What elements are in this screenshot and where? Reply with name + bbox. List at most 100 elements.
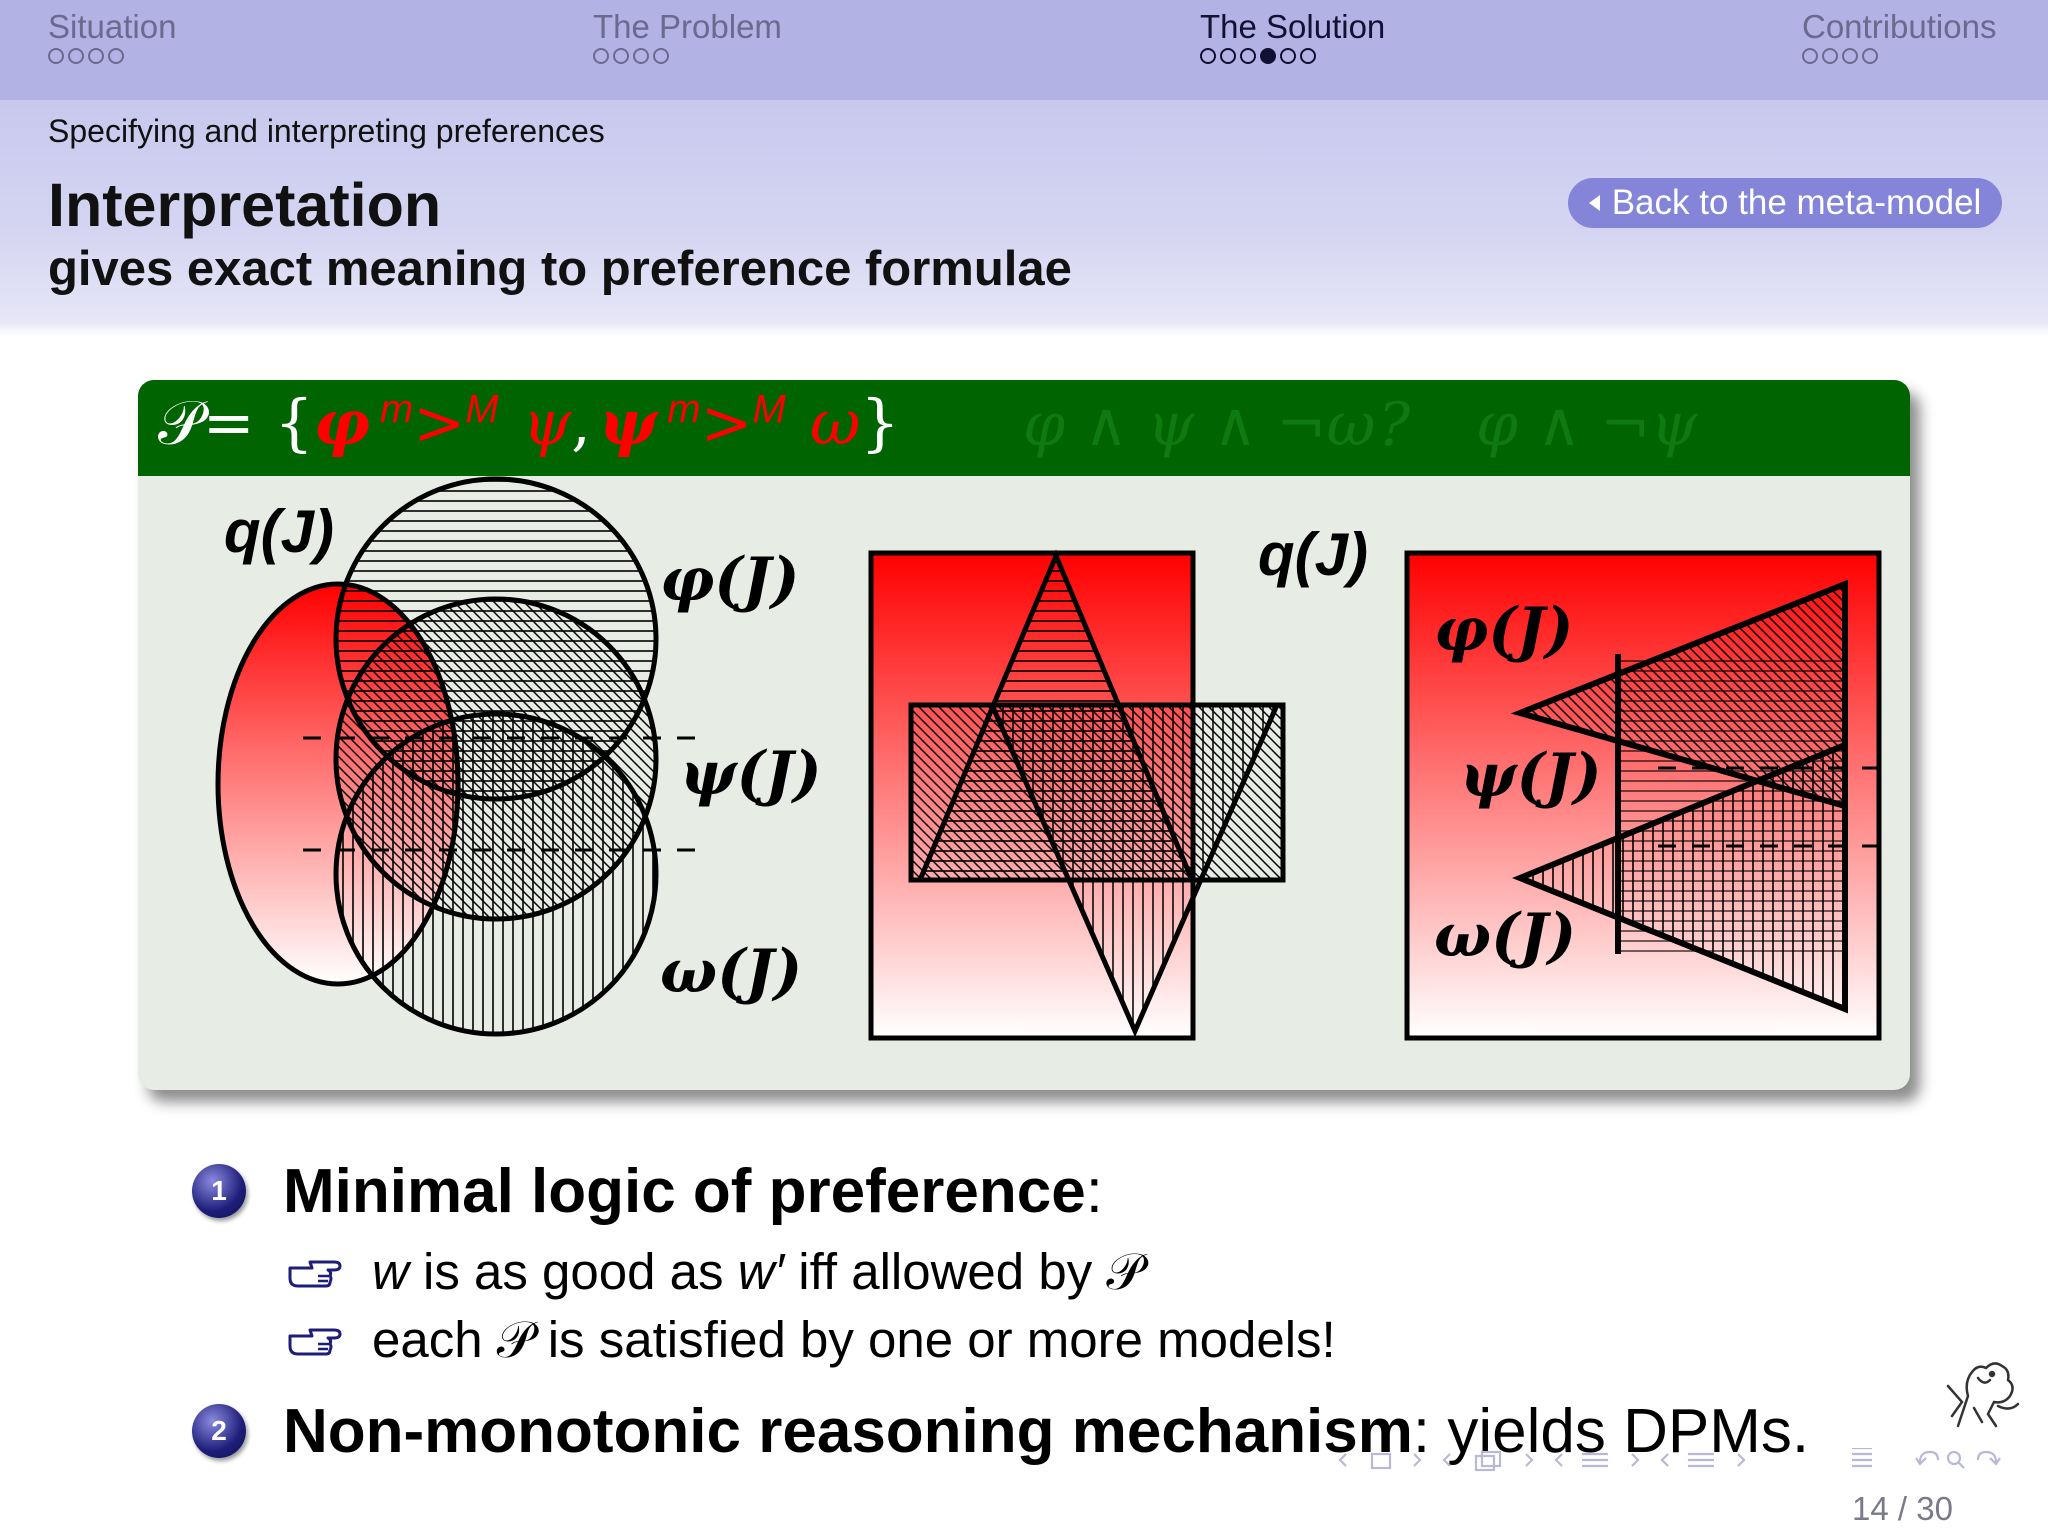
nav-subsection-icon[interactable] <box>1582 1452 1608 1468</box>
university-lion-logo <box>1946 1362 2020 1428</box>
label-psi-right: ψ(J) <box>1460 741 1602 811</box>
list-item-2-rest: : yields DPMs. <box>1412 1397 1810 1466</box>
nav-back-icon[interactable] <box>1915 1450 1940 1466</box>
pointing-hand-icon <box>288 1328 342 1356</box>
operator-symbol: > <box>700 386 753 459</box>
nav-slide-dot[interactable] <box>1220 48 1236 64</box>
nav-slide-dot[interactable] <box>1200 48 1216 64</box>
omega-outline <box>333 711 659 1037</box>
nav-section-contributions[interactable]: Contributions <box>1802 8 1996 64</box>
nav-slide-dot[interactable] <box>613 48 629 64</box>
nav-slide-dots <box>48 48 176 64</box>
nav-slide-dot[interactable] <box>1280 48 1296 64</box>
formula-close: } <box>860 386 900 459</box>
frame-title: Interpretation <box>48 171 442 239</box>
nav-section-title[interactable]: Situation <box>48 8 177 45</box>
nav-prev-section-icon[interactable] <box>1660 1453 1669 1467</box>
operator-symbol: > <box>413 386 466 459</box>
diagram-triangles-rectangle <box>868 549 1286 1041</box>
list-item-1-bold: Minimal logic of preference <box>283 1157 1086 1226</box>
nav-slide-dot[interactable] <box>653 48 669 64</box>
back-arrow-icon <box>1588 195 1600 211</box>
label-phi-left: φ(J) <box>660 545 799 615</box>
list-item-2-bold: Non-monotonic reasoning mechanism <box>283 1397 1413 1466</box>
phi-outline <box>333 476 659 802</box>
preference-operator: m>M <box>380 386 499 459</box>
sub-item-1-text-a: is as good as <box>408 1243 738 1300</box>
nav-section-situation[interactable]: Situation <box>48 8 176 64</box>
nav-slide-dot[interactable] <box>1300 48 1316 64</box>
label-omega-right: ω(J) <box>1434 901 1576 971</box>
formula-omega: ω <box>809 386 861 459</box>
nav-next-section-icon[interactable] <box>1737 1453 1746 1467</box>
nav-section-title[interactable]: The Problem <box>593 8 782 45</box>
nav-slide-dot-current[interactable] <box>1260 48 1276 64</box>
psi-rect <box>908 702 1286 883</box>
nav-section-title[interactable]: Contributions <box>1802 8 1997 45</box>
nav-next-slide-icon[interactable] <box>1413 1453 1422 1467</box>
psi-band-fill <box>1618 654 1845 954</box>
nav-slide-dot[interactable] <box>108 48 124 64</box>
nav-section-the-problem[interactable]: The Problem <box>593 8 782 64</box>
nav-prev-subsection-icon[interactable] <box>1554 1453 1563 1467</box>
ghost-formula-left: φ ∧ ψ ∧ ¬ω <box>1023 390 1376 460</box>
nav-slide-icon[interactable] <box>1370 1452 1392 1470</box>
nav-slide-dots <box>1200 48 1385 64</box>
formula-eq-open: = { <box>202 386 314 459</box>
operator-lower: m <box>667 387 701 432</box>
nav-search-icon[interactable] <box>1946 1450 1962 1466</box>
nav-section-title[interactable]: The Solution <box>1200 8 1386 45</box>
operator-lower: m <box>379 387 414 432</box>
ghost-formula-right: φ ∧ ¬ψ <box>1476 390 1698 460</box>
sub-item-2-text-b: is satisfied by one or more models! <box>533 1311 1336 1368</box>
label-q-left: q(J) <box>224 498 334 565</box>
list-item-1-rest: : <box>1085 1157 1103 1226</box>
back-to-meta-model-button[interactable]: Back to the meta-model <box>1568 178 2002 228</box>
symbol-P: 𝒫 <box>496 1311 534 1370</box>
sub-item-1: w is as good as w′ iff allowed by 𝒫 <box>372 1242 1143 1303</box>
formula-phi: φ <box>313 386 370 459</box>
q-outline <box>215 581 461 987</box>
formula-block: 𝒫 = { φ m>M ψ , ψ m>M ω } φ ∧ ψ ∧ ¬ω ? φ… <box>138 380 1910 1090</box>
nav-next-frame-icon[interactable] <box>1525 1453 1534 1467</box>
diagram-nested-triangles <box>1404 550 1882 1041</box>
nav-prev-frame-icon[interactable] <box>1442 1453 1451 1467</box>
label-omega-left: ω(J) <box>660 937 802 1007</box>
nav-slide-dot[interactable] <box>593 48 609 64</box>
nav-slide-dot[interactable] <box>1802 48 1818 64</box>
nav-slide-dots <box>593 48 782 64</box>
nav-slide-dot[interactable] <box>1240 48 1256 64</box>
nav-slide-dot[interactable] <box>1842 48 1858 64</box>
formula-comma: , <box>571 386 591 459</box>
back-button-label: Back to the meta-model <box>1611 183 1982 222</box>
omega-triangle <box>1512 740 1848 1014</box>
diagram-labels: q(J) φ(J) ψ(J) ω(J) q(J) φ(J) ψ(J) ω(J) <box>224 498 1602 1007</box>
label-q-right: q(J) <box>1258 521 1368 588</box>
enum-number-2: 2 <box>192 1404 246 1458</box>
nav-slide-dot[interactable] <box>88 48 104 64</box>
nav-prev-slide-icon[interactable] <box>1338 1453 1347 1467</box>
formula-P: 𝒫 <box>158 386 203 459</box>
nav-section-icon[interactable] <box>1688 1452 1714 1468</box>
nav-next-subsection-icon[interactable] <box>1631 1453 1640 1467</box>
enum-number-1: 1 <box>192 1164 246 1218</box>
label-phi-right: φ(J) <box>1434 595 1573 665</box>
nav-toc-icon[interactable] <box>1852 1448 1872 1468</box>
nav-slide-dot[interactable] <box>1822 48 1838 64</box>
page-number: 14 / 30 <box>1852 1490 1953 1527</box>
beamer-navigation-symbols <box>1338 1448 2001 1472</box>
nav-slide-dot[interactable] <box>1862 48 1878 64</box>
label-psi-left: ψ(J) <box>680 739 822 809</box>
section-navigation-bar: Situation The Problem The Solution Contr… <box>0 0 2048 100</box>
list-item-2: Non-monotonic reasoning mechanism: yield… <box>283 1396 1809 1467</box>
nav-section-the-solution[interactable]: The Solution <box>1200 8 1385 64</box>
nav-slide-dots <box>1802 48 1996 64</box>
list-item-1: Minimal logic of preference: <box>283 1156 1103 1227</box>
nav-slide-dot[interactable] <box>68 48 84 64</box>
nav-forward-icon[interactable] <box>1976 1450 2001 1466</box>
nav-slide-dot[interactable] <box>48 48 64 64</box>
nav-frame-icon[interactable] <box>1474 1454 1496 1472</box>
nav-slide-dot[interactable] <box>633 48 649 64</box>
block-title-bar: 𝒫 = { φ m>M ψ , ψ m>M ω } φ ∧ ψ ∧ ¬ω ? φ… <box>138 380 1910 476</box>
operator-upper: M <box>752 387 786 432</box>
